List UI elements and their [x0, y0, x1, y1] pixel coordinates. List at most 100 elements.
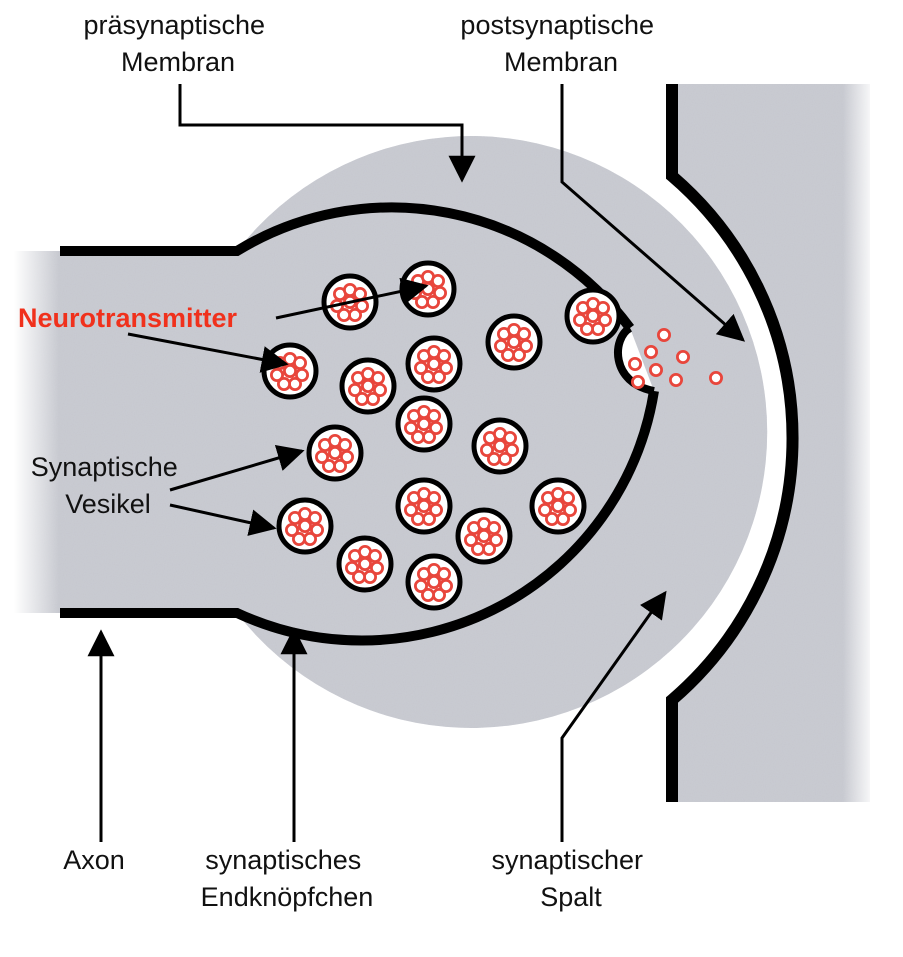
neurotransmitter-molecule: [431, 369, 446, 384]
neurotransmitter-molecule: [486, 451, 501, 466]
label-postsynaptic-line2: Membran: [504, 47, 618, 77]
neurotransmitter-molecule: [370, 370, 385, 385]
vesicle: [471, 417, 529, 475]
axon-membrane-top: [60, 202, 635, 331]
neurotransmitter-molecule: [416, 416, 431, 431]
neurotransmitter-molecule: [372, 382, 387, 397]
neurotransmitter-molecule: [354, 391, 369, 406]
neurotransmitter-molecule: [431, 588, 446, 603]
neurotransmitter-molecule: [517, 326, 532, 341]
neurotransmitter-molecule: [344, 561, 359, 576]
label-terminal-line1: synaptisches: [205, 845, 361, 875]
vesicle: [405, 335, 463, 393]
neurotransmitter-molecule: [556, 512, 571, 527]
label-synaptic-cleft: synaptischer Spalt: [491, 845, 650, 912]
neurotransmitter-molecule: [309, 523, 324, 538]
neurotransmitter-molecule: [360, 378, 375, 393]
neurotransmitter-molecule: [332, 458, 347, 473]
neurotransmitter-molecule: [292, 355, 307, 370]
label-postsynaptic-membrane: postsynaptische Membran: [460, 10, 661, 77]
neurotransmitter-molecule: [426, 356, 441, 371]
neurotransmitter-molecule: [302, 532, 317, 547]
neurotransmitter-molecule: [497, 451, 512, 466]
released-neurotransmitter: [628, 356, 643, 371]
synaptic-vesicles: [261, 260, 622, 611]
neurotransmitter-molecule: [291, 532, 306, 547]
neurotransmitter-molecule: [504, 442, 519, 457]
neurotransmitter-molecule: [538, 502, 553, 517]
leader-neurotransmitter-2: [127, 332, 289, 373]
label-cleft-line2: Spalt: [540, 882, 602, 912]
label-axon: Axon: [63, 845, 125, 875]
neurotransmitter-molecule: [403, 420, 418, 435]
neurotransmitter-molecule: [492, 438, 507, 453]
neurotransmitter-molecule: [481, 542, 496, 557]
released-neurotransmitter: [657, 327, 672, 342]
vesicle: [455, 507, 513, 565]
neurotransmitter-molecule: [413, 360, 428, 375]
neurotransmitter-molecule: [347, 307, 362, 322]
neurotransmitter-molecule: [479, 442, 494, 457]
neurotransmitter-molecule: [512, 347, 527, 362]
leader-presynaptic-membrane: [178, 84, 476, 183]
released-neurotransmitter: [644, 344, 659, 359]
neurotransmitter-molecule: [596, 300, 611, 315]
neurotransmitter-molecule: [488, 533, 503, 548]
released-neurotransmitter: [676, 349, 691, 364]
neurotransmitter-molecule: [420, 588, 435, 603]
neurotransmitter-molecule: [276, 376, 291, 391]
neurotransmitter-molecule: [551, 498, 566, 513]
neurotransmitter-molecule: [545, 512, 560, 527]
label-presynaptic-line1: präsynaptische: [83, 10, 265, 40]
released-neurotransmitter: [709, 370, 724, 385]
neurotransmitter-molecule: [421, 512, 436, 527]
neurotransmitter-molecule: [563, 502, 578, 517]
neurotransmitter-molecule: [307, 511, 322, 526]
leader-postsynaptic-membrane: [560, 84, 746, 342]
neurotransmitter-molecule: [413, 579, 428, 594]
released-neurotransmitters: [628, 327, 724, 389]
released-neurotransmitter: [669, 372, 684, 387]
neurotransmitter-molecule: [502, 430, 517, 445]
neurotransmitter-molecule: [519, 338, 534, 353]
postsynaptic-membrane: [666, 84, 799, 802]
label-terminal-line2: Endknöpfchen: [201, 882, 374, 912]
neurotransmitter-molecule: [362, 570, 377, 585]
neurotransmitter-molecule: [314, 449, 329, 464]
vesicle: [336, 535, 394, 593]
neurotransmitter-molecule: [428, 420, 443, 435]
neurotransmitter-molecule: [287, 376, 302, 391]
postsynaptic-cell: [666, 84, 875, 804]
vesicle: [261, 342, 319, 400]
neurotransmitter-molecule: [573, 312, 588, 327]
vesicle: [405, 553, 463, 611]
neurotransmitter-molecule: [403, 502, 418, 517]
label-presynaptic-membrane: präsynaptische Membran: [83, 10, 272, 77]
neurotransmitter-molecule: [426, 490, 441, 505]
neurotransmitter-molecule: [297, 519, 312, 534]
neurotransmitter-molecule: [294, 367, 309, 382]
neurotransmitter-molecule: [500, 347, 515, 362]
neurotransmitter-molecule: [269, 367, 284, 382]
neurotransmitter-molecule: [428, 502, 443, 517]
neurotransmitter-molecule: [506, 334, 521, 349]
leader-vesicle-1: [169, 444, 305, 492]
neurotransmitter-molecule: [486, 521, 501, 536]
vesicle: [485, 313, 543, 371]
neurotransmitter-molecule: [416, 498, 431, 513]
leader-synaptic-cleft: [560, 590, 667, 842]
neurotransmitter-molecule: [432, 285, 447, 300]
neurotransmitter-molecule: [421, 429, 436, 444]
neurotransmitter-molecule: [438, 579, 453, 594]
vesicle: [339, 357, 397, 415]
neurotransmitter-molecule: [367, 549, 382, 564]
neurotransmitter-molecule: [420, 369, 435, 384]
label-cleft-line1: synaptischer: [491, 845, 643, 875]
neurotransmitter-molecule: [598, 312, 613, 327]
neurotransmitter-molecule: [586, 308, 601, 323]
label-synaptic-terminal: synaptisches Endknöpfchen: [201, 845, 374, 912]
neurotransmitter-molecule: [476, 529, 491, 544]
neurotransmitter-molecule: [337, 437, 352, 452]
vesicle: [529, 477, 587, 535]
vesicle: [276, 497, 334, 555]
